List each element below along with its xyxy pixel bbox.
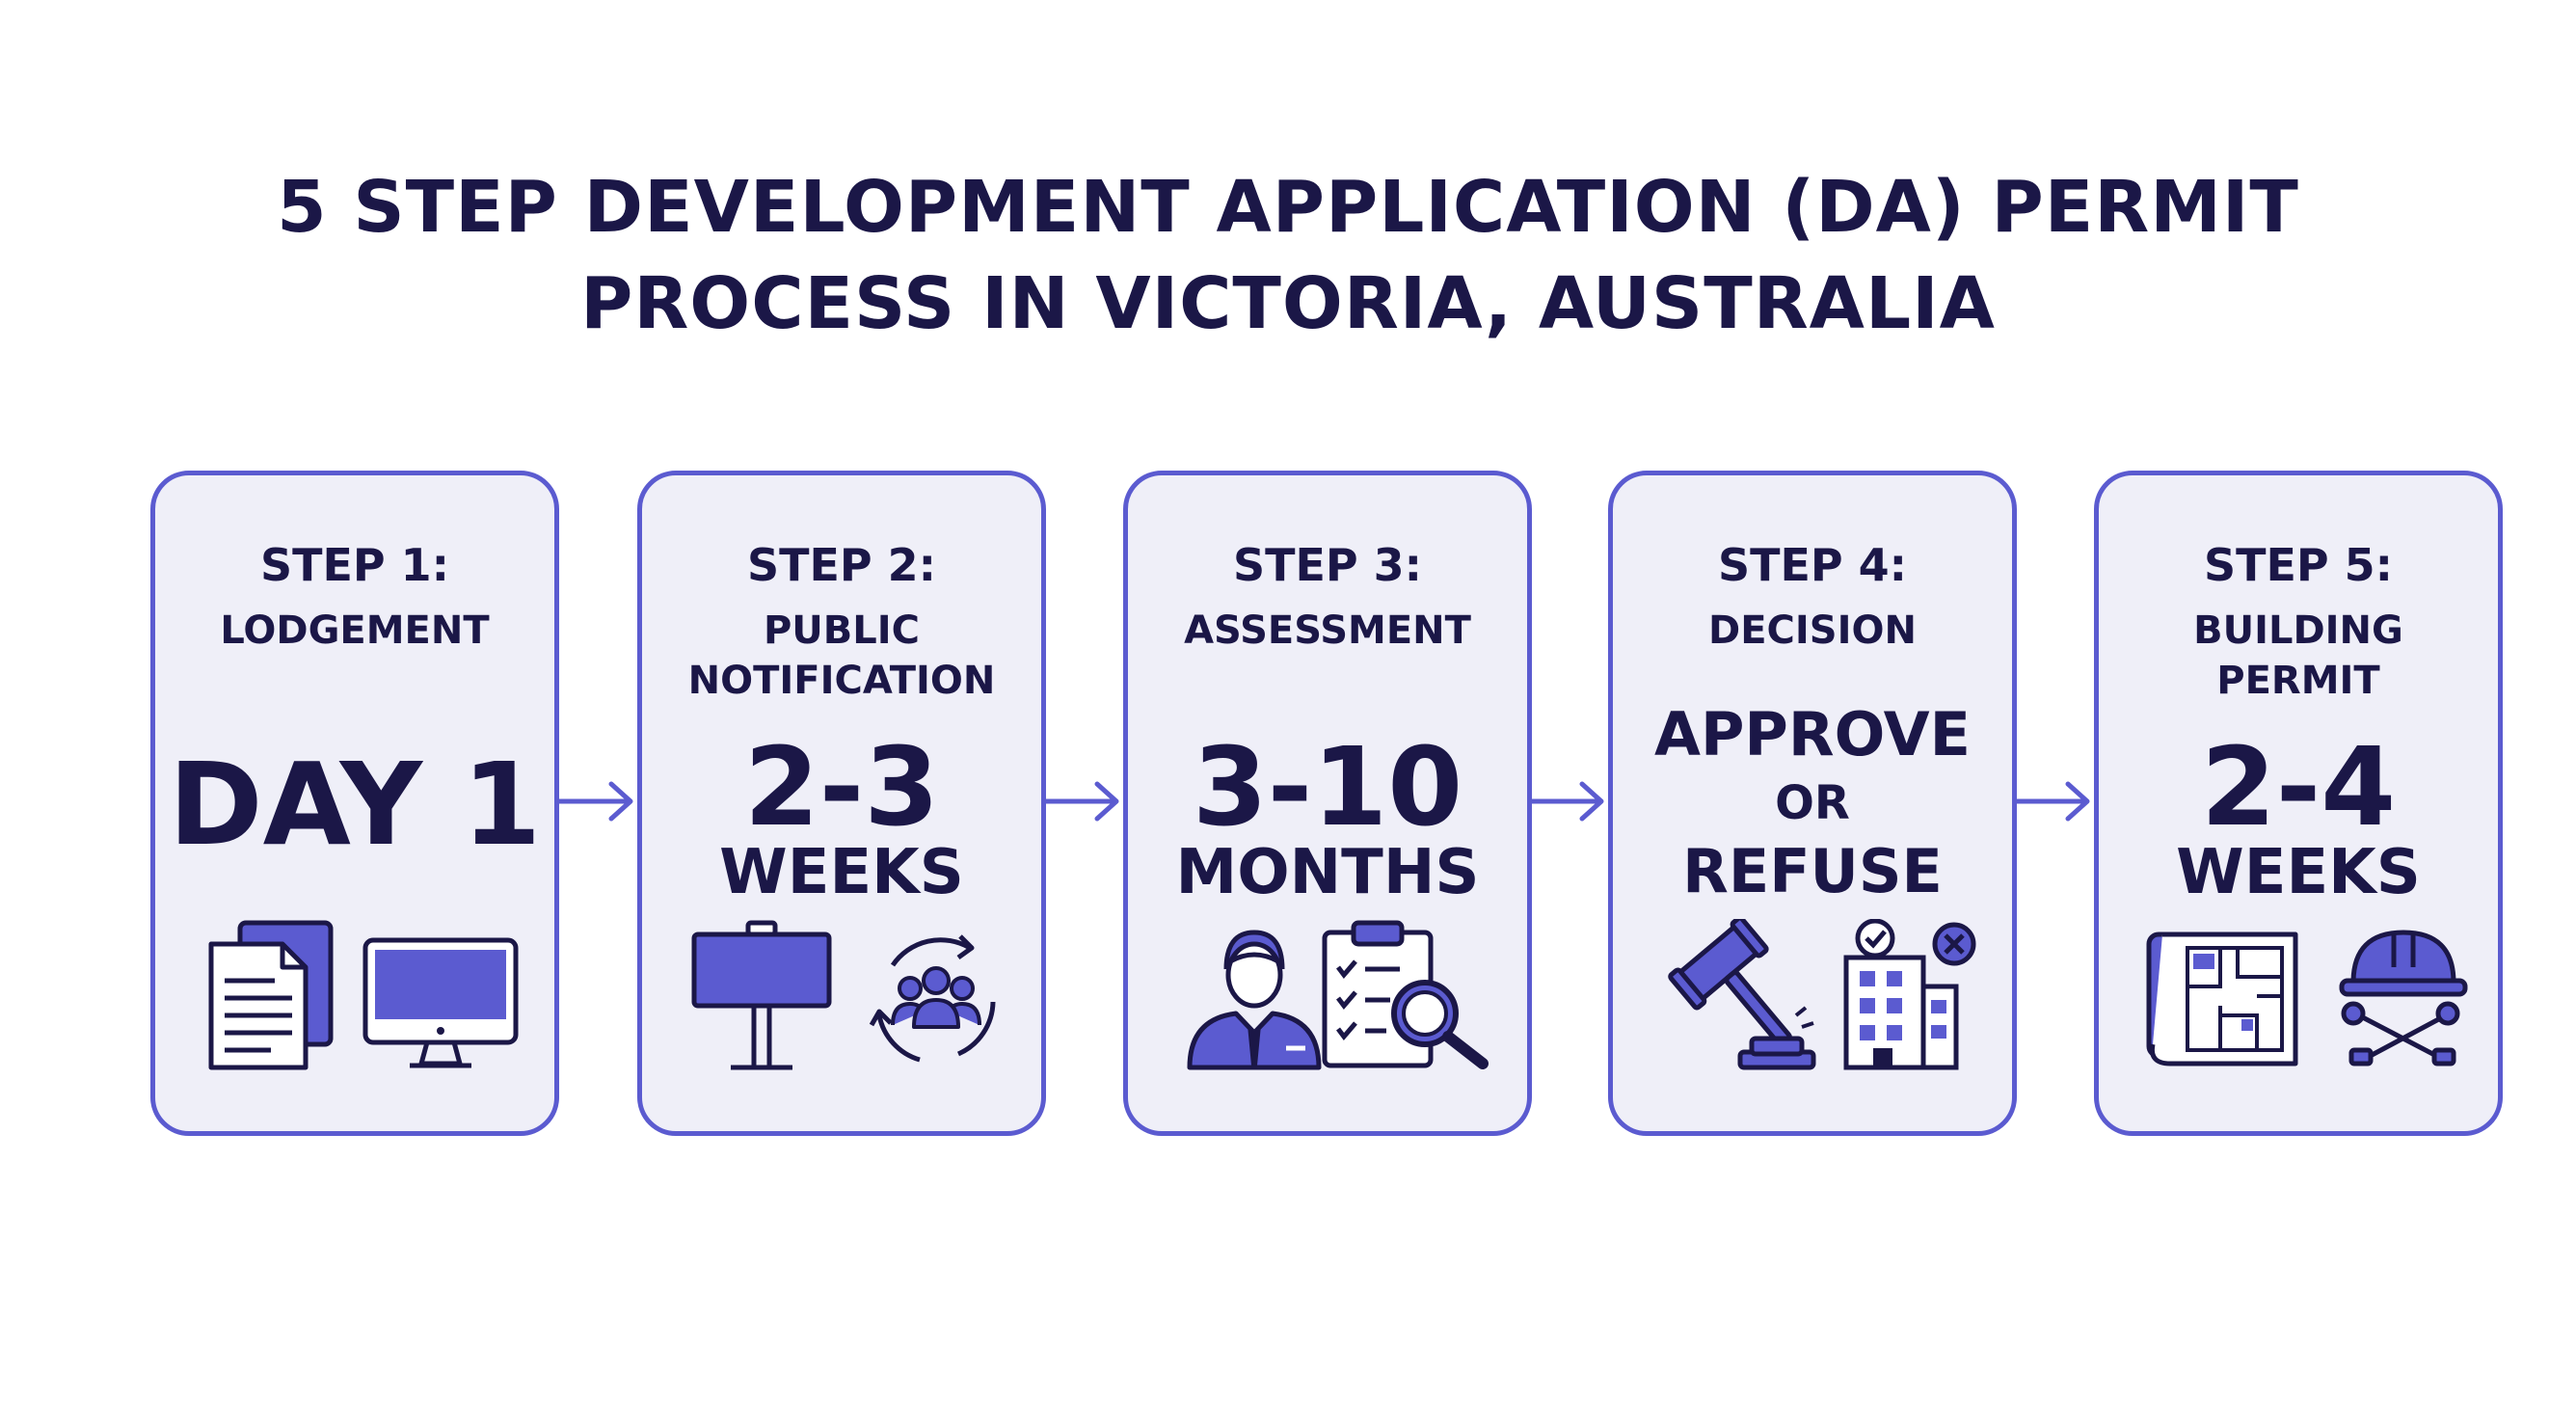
step-label-line: PERMIT [2216, 659, 2380, 703]
arrow-right-icon [559, 781, 633, 822]
step-label-line: ASSESSMENT [1184, 608, 1471, 653]
title-line-2: PROCESS IN VICTORIA, AUSTRALIA [580, 262, 1996, 345]
step-label: BUILDING PERMIT [2099, 606, 2498, 706]
step-card-5: STEP 5: BUILDING PERMIT 2-4 WEEKS [2094, 471, 2503, 1136]
community-cycle-icon [869, 934, 996, 1063]
step-label-line: BUILDING [2193, 608, 2403, 653]
step-icons [2099, 919, 2498, 1093]
decision-refuse: REFUSE [1682, 836, 1943, 906]
step-duration-unit: WEEKS [2176, 837, 2421, 908]
step-card-3: STEP 3: ASSESSMENT 3-10 MONTHS [1123, 471, 1532, 1136]
step-duration: DAY 1 [168, 738, 542, 871]
step-label: ASSESSMENT [1128, 606, 1527, 656]
step-label-line: PUBLIC [763, 608, 920, 653]
step-label-line: DECISION [1708, 608, 1917, 653]
step-duration-unit: WEEKS [719, 837, 964, 908]
title-line-1: 5 STEP DEVELOPMENT APPLICATION (DA) PERM… [277, 166, 2299, 249]
step-icons [642, 919, 1041, 1093]
step-number: STEP 5: [2203, 539, 2394, 591]
step-label: PUBLIC NOTIFICATION [642, 606, 1041, 706]
building-approve-refuse-icon [1843, 919, 1976, 1070]
step-card-4: STEP 4: DECISION APPROVE OR REFUSE [1608, 471, 2017, 1136]
step-number: STEP 4: [1717, 539, 1908, 591]
step-number: STEP 2: [746, 539, 937, 591]
step-label-line: NOTIFICATION [687, 659, 996, 703]
step-duration: 3-10 [1192, 725, 1463, 850]
arrow-right-icon [1532, 781, 1604, 822]
arrow-right-icon [1046, 781, 1119, 822]
decision-approve: APPROVE [1654, 699, 1971, 770]
step-label: DECISION [1613, 606, 2012, 656]
step-number: STEP 3: [1232, 539, 1423, 591]
hardhat-tools-icon [2339, 930, 2468, 1066]
step-card-1: STEP 1: LODGEMENT DAY 1 [150, 471, 559, 1136]
step-icons [1128, 919, 1527, 1093]
step-icons [155, 919, 554, 1093]
step-duration-unit: MONTHS [1175, 837, 1480, 908]
checklist-magnifier-icon [1322, 920, 1489, 1069]
step-card-2: STEP 2: PUBLIC NOTIFICATION 2-3 WEEKS [637, 471, 1046, 1136]
arrow-right-icon [2017, 781, 2090, 822]
assessor-person-icon [1187, 930, 1322, 1070]
step-label-line: LODGEMENT [220, 608, 490, 653]
document-icon [208, 920, 334, 1070]
signboard-icon [691, 920, 832, 1070]
step-duration: 2-4 [2200, 725, 2397, 850]
step-label: LODGEMENT [155, 606, 554, 656]
gavel-icon [1668, 919, 1816, 1070]
page-title: 5 STEP DEVELOPMENT APPLICATION (DA) PERM… [0, 159, 2576, 352]
step-number: STEP 1: [259, 539, 450, 591]
step-icons [1613, 919, 2012, 1093]
blueprint-icon [2146, 932, 2298, 1066]
computer-monitor-icon [362, 937, 519, 1068]
decision-or: OR [1775, 776, 1850, 830]
step-duration: 2-3 [743, 725, 940, 850]
